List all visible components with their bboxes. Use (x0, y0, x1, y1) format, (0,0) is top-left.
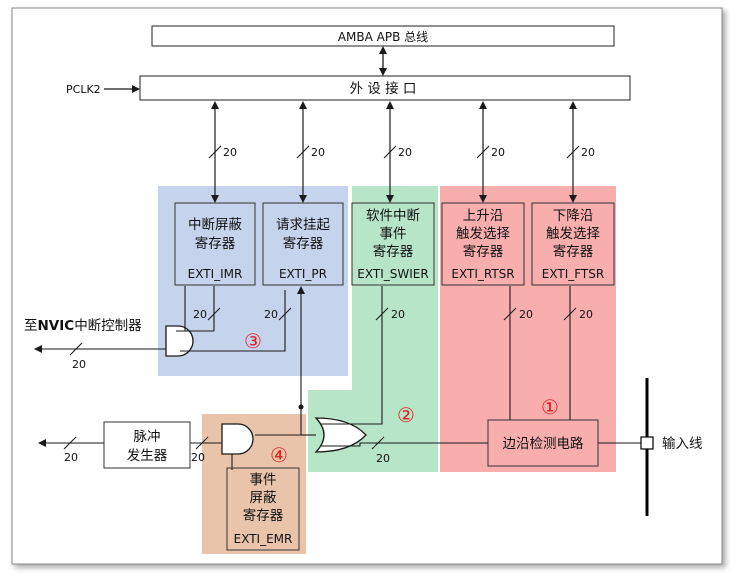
svg-text:事件: 事件 (250, 472, 277, 488)
pr-to-and-line (180, 290, 286, 352)
svg-text:请求挂起: 请求挂起 (276, 217, 330, 233)
svg-text:触发选择: 触发选择 (456, 226, 510, 242)
input-pin (640, 436, 654, 450)
width-label: 20 (519, 308, 533, 321)
event-zone (202, 414, 306, 554)
imr-width-slash (207, 307, 221, 321)
svg-text:EXTI_EMR: EXTI_EMR (234, 532, 293, 546)
width-label: 20 (64, 451, 78, 464)
marker-3: ③ (244, 329, 262, 353)
width-label: 20 (223, 146, 237, 159)
marker-4: ④ (270, 443, 288, 467)
amba-apb-bus-label: AMBA APB 总线 (338, 30, 428, 44)
swier-to-or-line (321, 286, 383, 425)
svg-text:EXTI_FTSR: EXTI_FTSR (542, 267, 604, 281)
or-gate (314, 417, 367, 453)
event-and-gate (221, 423, 254, 455)
pulse-input-slash (195, 436, 209, 450)
pclk2-label: PCLK2 (66, 83, 101, 96)
rtsr-width-slash (503, 307, 517, 321)
bus-width-marks: 20 20 20 20 20 (208, 145, 595, 159)
nvic-label: 至NVIC中断控制器 (24, 318, 142, 334)
svg-text:寄存器: 寄存器 (283, 235, 324, 252)
width-label: 20 (311, 146, 325, 159)
interrupt-and-gate (165, 325, 194, 357)
svg-text:寄存器: 寄存器 (243, 507, 284, 524)
marker-2: ② (397, 403, 415, 427)
width-label: 20 (581, 146, 595, 159)
event-output-slash (63, 436, 77, 450)
svg-text:寄存器: 寄存器 (195, 235, 236, 252)
nvic-output-slash (69, 342, 83, 356)
width-label: 20 (391, 308, 405, 321)
svg-text:下降沿: 下降沿 (553, 208, 594, 224)
svg-text:触发选择: 触发选择 (546, 226, 600, 242)
svg-text:EXTI_PR: EXTI_PR (279, 267, 327, 281)
svg-text:寄存器: 寄存器 (463, 243, 504, 260)
width-label: 20 (264, 308, 278, 321)
pr-width-slash (278, 307, 292, 321)
peripheral-interface-label: 外 设 接 口 (350, 80, 417, 97)
pulse-generator-box (103, 421, 191, 469)
register-ftsr: 下降沿 触发选择 寄存器 EXTI_FTSR (531, 202, 615, 286)
edge-trigger-zone (440, 186, 616, 472)
register-emr: 事件 屏蔽 寄存器 EXTI_EMR (226, 467, 300, 551)
svg-text:屏蔽: 屏蔽 (250, 490, 277, 506)
svg-text:寄存器: 寄存器 (373, 243, 414, 260)
width-label: 20 (376, 452, 390, 465)
swier-width-slash (375, 307, 389, 321)
edge-detect-label: 边沿检测电路 (503, 436, 584, 452)
or-input-slash (371, 436, 385, 450)
svg-text:EXTI_SWIER: EXTI_SWIER (357, 267, 428, 281)
ftsr-width-slash (563, 307, 577, 321)
width-label: 20 (491, 146, 505, 159)
register-imr: 中断屏蔽 寄存器 EXTI_IMR (174, 202, 256, 286)
width-label: 20 (398, 146, 412, 159)
register-swier: 软件中断 事件 寄存器 EXTI_SWIER (351, 202, 435, 286)
width-label: 20 (72, 358, 86, 371)
pulse-generator-line2: 发生器 (127, 448, 168, 464)
register-rtsr: 上升沿 触发选择 寄存器 EXTI_RTSR (441, 202, 525, 286)
svg-text:寄存器: 寄存器 (553, 243, 594, 260)
svg-text:事件: 事件 (380, 226, 407, 242)
svg-text:软件中断: 软件中断 (366, 208, 420, 224)
register-pr: 请求挂起 寄存器 EXTI_PR (262, 202, 344, 286)
width-label: 20 (579, 308, 593, 321)
width-label: 20 (193, 308, 207, 321)
marker-1: ① (541, 395, 559, 419)
input-line-label: 输入线 (662, 436, 703, 452)
svg-text:EXTI_IMR: EXTI_IMR (188, 267, 243, 281)
svg-text:上升沿: 上升沿 (463, 208, 504, 224)
svg-text:EXTI_RTSR: EXTI_RTSR (451, 267, 514, 281)
svg-text:中断屏蔽: 中断屏蔽 (188, 217, 242, 233)
width-label: 20 (191, 451, 205, 464)
pulse-generator-line1: 脉冲 (134, 429, 161, 445)
peripheral-interface (139, 75, 631, 101)
edge-to-or-line (321, 442, 488, 447)
